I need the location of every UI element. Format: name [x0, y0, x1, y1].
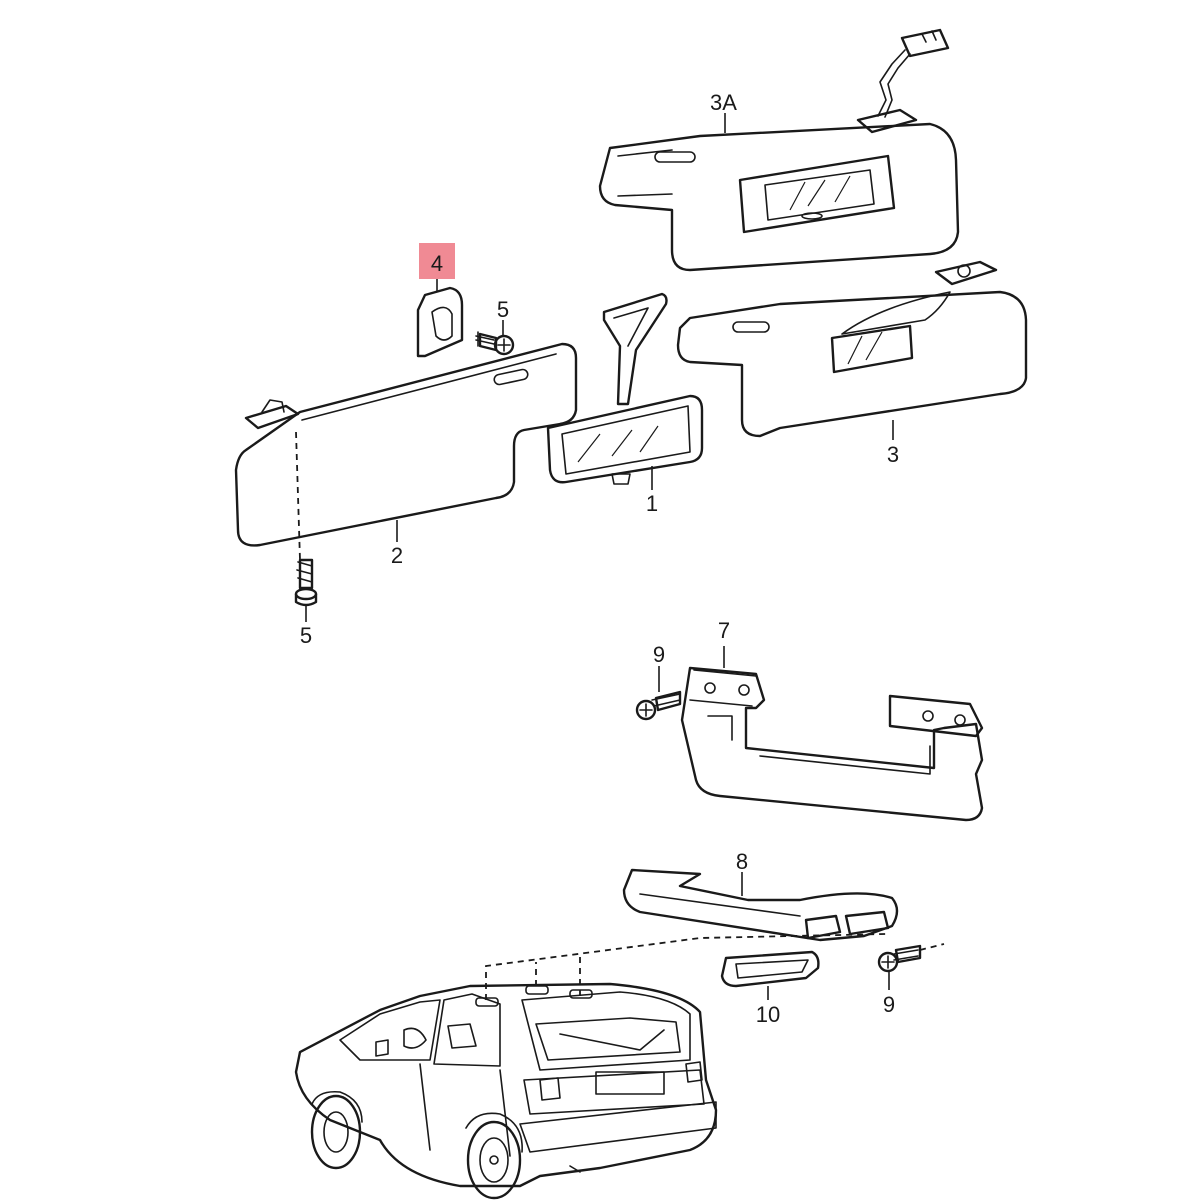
- callout-8[interactable]: 8: [736, 849, 748, 874]
- lens-10[interactable]: [720, 950, 820, 1000]
- sun-visor-2[interactable]: [234, 342, 578, 561]
- interior-mirror-1[interactable]: [546, 292, 704, 490]
- callout-3a[interactable]: 3A: [710, 90, 737, 115]
- callout-4-highlight: [419, 243, 455, 279]
- sun-visor-3a[interactable]: [598, 28, 960, 272]
- grab-handle-7[interactable]: [680, 646, 984, 822]
- callout-7[interactable]: 7: [718, 618, 730, 643]
- callout-10[interactable]: 10: [756, 1002, 780, 1027]
- callout-4[interactable]: 4: [431, 251, 443, 276]
- callout-1[interactable]: 1: [646, 491, 658, 516]
- screw-5-bottom[interactable]: [294, 558, 318, 622]
- callout-9-upper[interactable]: 9: [653, 642, 665, 667]
- callout-9-lower[interactable]: 9: [883, 992, 895, 1017]
- screw-9-upper[interactable]: [635, 666, 682, 721]
- sun-visor-3[interactable]: [676, 260, 1028, 440]
- grab-handle-8[interactable]: [485, 868, 899, 1000]
- visor-clip-4[interactable]: [416, 278, 464, 358]
- callout-5-top[interactable]: 5: [497, 297, 509, 322]
- screw-5-top[interactable]: [475, 320, 515, 356]
- car-illustration: [294, 982, 718, 1200]
- callout-2[interactable]: 2: [391, 543, 403, 568]
- callout-3[interactable]: 3: [887, 442, 899, 467]
- callout-5-bottom[interactable]: 5: [300, 623, 312, 648]
- screw-9-lower[interactable]: [877, 943, 945, 990]
